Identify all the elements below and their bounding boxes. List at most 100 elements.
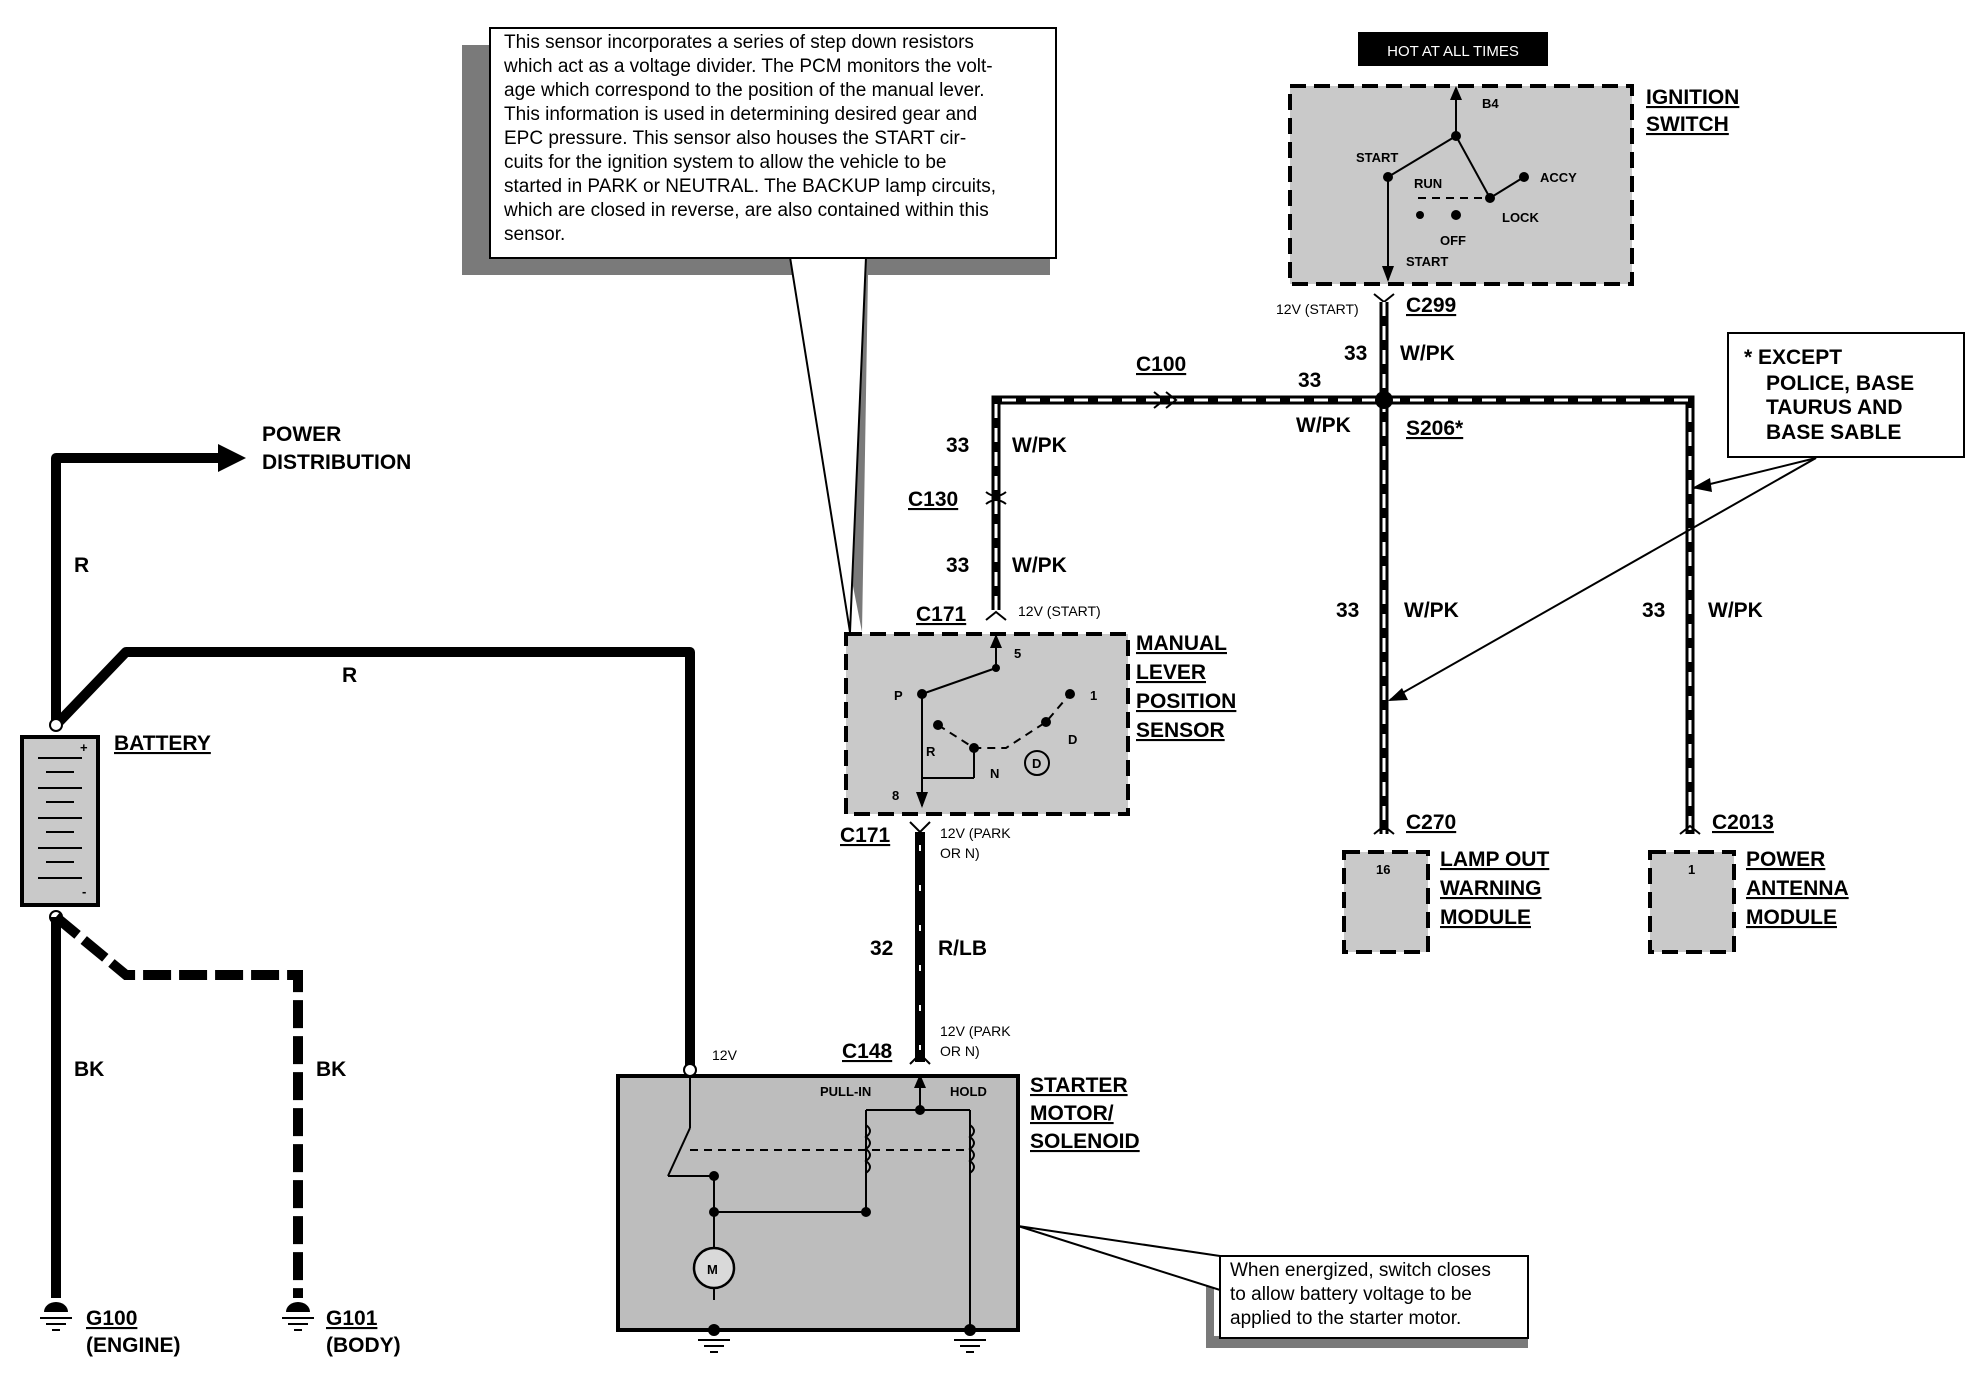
except-note-pointer-2 bbox=[1389, 457, 1817, 701]
ignition-switch-title-1: IGNITION bbox=[1646, 86, 1739, 109]
voltage-12v: 12V bbox=[712, 1047, 738, 1063]
ground-g101-desc: (BODY) bbox=[326, 1334, 401, 1357]
wire-color-wpk: W/PK bbox=[1012, 554, 1067, 577]
ground-g100-desc: (ENGINE) bbox=[86, 1334, 181, 1357]
except-note-line: TAURUS AND bbox=[1766, 396, 1903, 419]
battery-cells bbox=[38, 757, 82, 879]
sensor-title-2: LEVER bbox=[1136, 661, 1206, 684]
lamp-out-module-box bbox=[1342, 850, 1430, 954]
circuit-33-label: 33 bbox=[1298, 369, 1321, 392]
wire-color-wpk: W/PK bbox=[1404, 599, 1459, 622]
connector-c130-icon bbox=[985, 491, 1007, 505]
circuit-33-label: 33 bbox=[1336, 599, 1359, 622]
hot-at-all-times-banner bbox=[1358, 32, 1548, 66]
hot-at-all-times-label: HOT AT ALL TIMES bbox=[1387, 43, 1519, 60]
connector-c148-label: C148 bbox=[842, 1040, 893, 1063]
lamp-out-module-section: 16 LAMP OUT WARNING MODULE bbox=[1342, 848, 1549, 954]
battery-plus: + bbox=[80, 740, 88, 755]
ignition-switch-box bbox=[1288, 84, 1634, 286]
sensor-pin-r: R bbox=[926, 744, 936, 759]
except-note-line: * EXCEPT bbox=[1744, 346, 1842, 369]
starter-note-pointer bbox=[1017, 1225, 1221, 1292]
starter-internals bbox=[667, 1074, 975, 1330]
antenna-module-title-1: POWER bbox=[1746, 848, 1825, 871]
circuit-33-label: 33 bbox=[1642, 599, 1665, 622]
sensor-pin-d: D bbox=[1068, 732, 1077, 747]
wire-color-bk-left: BK bbox=[74, 1058, 104, 1081]
connector-c299-icon bbox=[1373, 293, 1395, 304]
voltage-12v-start-ign: 12V (START) bbox=[1276, 301, 1359, 317]
starter-pull-in-label: PULL-IN bbox=[820, 1084, 871, 1099]
ignition-pos-off: OFF bbox=[1440, 233, 1466, 248]
ground-g100-id: G100 bbox=[86, 1307, 137, 1330]
ground-icon bbox=[954, 1324, 986, 1353]
starter-note-box bbox=[1219, 1255, 1529, 1339]
connector-c270-icon bbox=[1373, 824, 1395, 835]
sensor-pin-8: 8 bbox=[892, 788, 899, 803]
starter-section: M PULL-IN HOLD STARTER MOTOR/ SOLENOID bbox=[616, 1063, 1140, 1353]
lamp-module-title-3: MODULE bbox=[1440, 906, 1531, 929]
ignition-pos-accy: ACCY bbox=[1540, 170, 1577, 185]
connector-c299-label: C299 bbox=[1406, 294, 1456, 317]
ignition-pos-start: START bbox=[1356, 150, 1398, 165]
sensor-note-line: EPC pressure. This sensor also houses th… bbox=[504, 128, 966, 149]
except-note-callout: * EXCEPT POLICE, BASE TAURUS AND BASE SA… bbox=[1388, 332, 1965, 701]
ignition-switch-contacts bbox=[1382, 86, 1529, 282]
battery-icon bbox=[20, 735, 100, 907]
starter-terminal bbox=[683, 1063, 697, 1077]
circuit-33-wires: 12V (START) C299 33 W/PK C100 33 W/PK S2… bbox=[908, 293, 1774, 835]
sensor-pin-1: 1 bbox=[1090, 688, 1097, 703]
wire-color-wpk: W/PK bbox=[1296, 414, 1351, 437]
ground-icon bbox=[40, 1302, 72, 1331]
wire-bk-g101 bbox=[52, 913, 303, 1298]
circuit-32-section: C171 12V (PARK OR N) 32 R/LB C148 12V (P… bbox=[712, 821, 1011, 1065]
sensor-pin-5: 5 bbox=[1014, 646, 1021, 661]
wire-color-wpk: W/PK bbox=[1400, 342, 1455, 365]
sensor-note-line: which are closed in reverse, are also co… bbox=[503, 200, 989, 221]
ignition-pos-run: RUN bbox=[1414, 176, 1442, 191]
connector-c270-label: C270 bbox=[1406, 811, 1456, 834]
sensor-note-line: age which correspond to the position of … bbox=[504, 80, 985, 101]
sensor-note-line: which act as a voltage divider. The PCM … bbox=[503, 56, 993, 77]
sensor-note-line: This sensor incorporates a series of ste… bbox=[504, 32, 974, 53]
sensor-pin-n: N bbox=[990, 766, 999, 781]
sensor-title-4: SENSOR bbox=[1136, 719, 1225, 742]
lamp-out-module-pin: 16 bbox=[1376, 862, 1390, 877]
lamp-module-title-2: WARNING bbox=[1440, 877, 1542, 900]
voltage-12v-park-b2: OR N) bbox=[940, 1043, 980, 1059]
starter-note-callout: When energized, switch closes to allow b… bbox=[1017, 1225, 1529, 1348]
starter-motor-box bbox=[616, 1074, 1020, 1332]
connector-c100-label: C100 bbox=[1136, 353, 1186, 376]
circuit-33-label: 33 bbox=[1344, 342, 1367, 365]
battery-minus: - bbox=[82, 884, 86, 899]
wire-color-rlb: R/LB bbox=[938, 937, 987, 960]
antenna-module-title-3: MODULE bbox=[1746, 906, 1837, 929]
wire-r-power bbox=[51, 453, 220, 725]
motor-icon bbox=[692, 1246, 736, 1290]
antenna-module-pin: 1 bbox=[1688, 862, 1695, 877]
sensor-title-3: POSITION bbox=[1136, 690, 1236, 713]
circuit-33-label: 33 bbox=[946, 434, 969, 457]
sensor-switch-contacts bbox=[916, 634, 1075, 808]
sensor-note-text: This sensor incorporates a series of ste… bbox=[503, 32, 996, 245]
ignition-switch-section: HOT AT ALL TIMES B4 START RUN ACCY LOCK … bbox=[1288, 32, 1739, 286]
arrow-icon bbox=[218, 444, 246, 472]
starter-title-3: SOLENOID bbox=[1030, 1130, 1140, 1153]
splice-s206-dot bbox=[1375, 391, 1393, 409]
starter-title-2: MOTOR/ bbox=[1030, 1102, 1114, 1125]
antenna-module-title-2: ANTENNA bbox=[1746, 877, 1849, 900]
sensor-note-box bbox=[489, 27, 1057, 259]
ignition-pos-lock: LOCK bbox=[1502, 210, 1539, 225]
voltage-12v-park-b: OR N) bbox=[940, 845, 980, 861]
connector-c171-bottom-icon bbox=[909, 821, 931, 834]
wire-color-r-top: R bbox=[342, 664, 357, 687]
wire-color-r-left: R bbox=[74, 554, 89, 577]
connector-c100-icon bbox=[1153, 391, 1178, 409]
sensor-title-1: MANUAL bbox=[1136, 632, 1227, 655]
ground-icon bbox=[282, 1302, 314, 1331]
sensor-note-callout: This sensor incorporates a series of ste… bbox=[462, 27, 1057, 633]
connector-c2013-icon bbox=[1679, 824, 1701, 835]
starter-note-line: When energized, switch closes bbox=[1230, 1260, 1491, 1281]
starter-note-line: applied to the starter motor. bbox=[1230, 1308, 1461, 1329]
